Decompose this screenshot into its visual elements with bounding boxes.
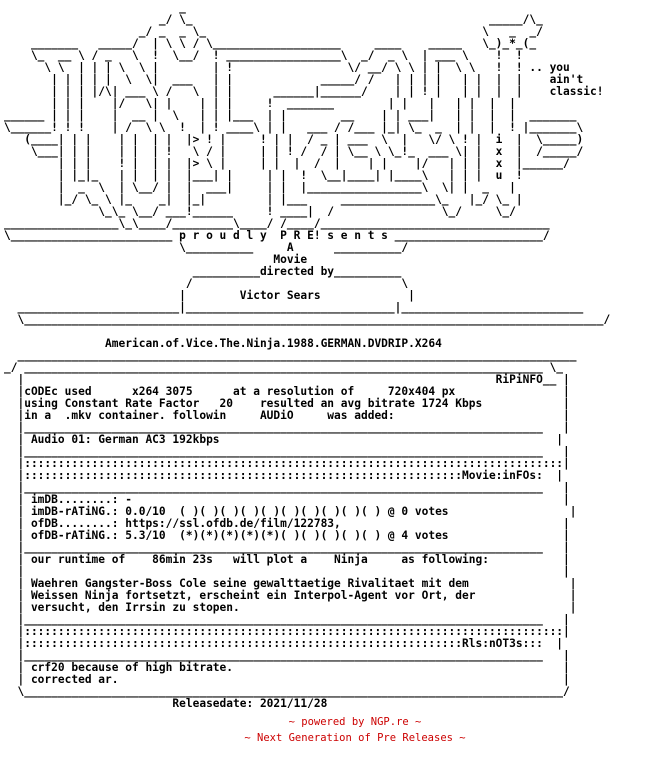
tagline: ~ Next Generation of Pre Releases ~ [244,732,466,744]
powered-by-line: ~ powered by NGP.re ~ [288,716,422,728]
nfo-ascii-text: _ _/ \_ _____/\_ _/ _ _ \_ \ _ _/ ______… [4,1,611,710]
footer: ~ powered by NGP.re ~ ~ Next Generation … [0,714,648,746]
